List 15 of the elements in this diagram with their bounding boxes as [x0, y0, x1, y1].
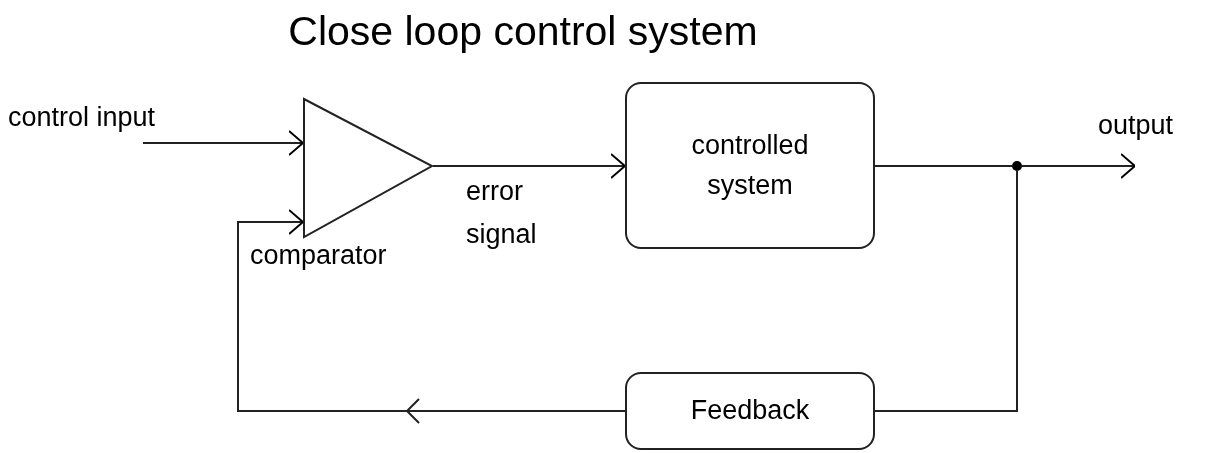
arrow	[1021, 153, 1136, 179]
signal-label: output	[1098, 109, 1175, 142]
arrow	[432, 153, 626, 179]
arrow	[237, 209, 626, 424]
process-box	[625, 82, 875, 249]
box-label: Feedback	[690, 394, 810, 428]
box-label: controlled system	[690, 129, 810, 202]
arrow	[142, 130, 304, 156]
junction-dot	[1012, 161, 1022, 171]
connector-line	[874, 165, 1013, 167]
connector-line	[874, 170, 1018, 412]
process-box	[625, 372, 875, 450]
node-label: comparator	[250, 239, 387, 272]
diagram-title: Close loop control system	[287, 8, 759, 55]
signal-label: control input	[8, 101, 157, 134]
